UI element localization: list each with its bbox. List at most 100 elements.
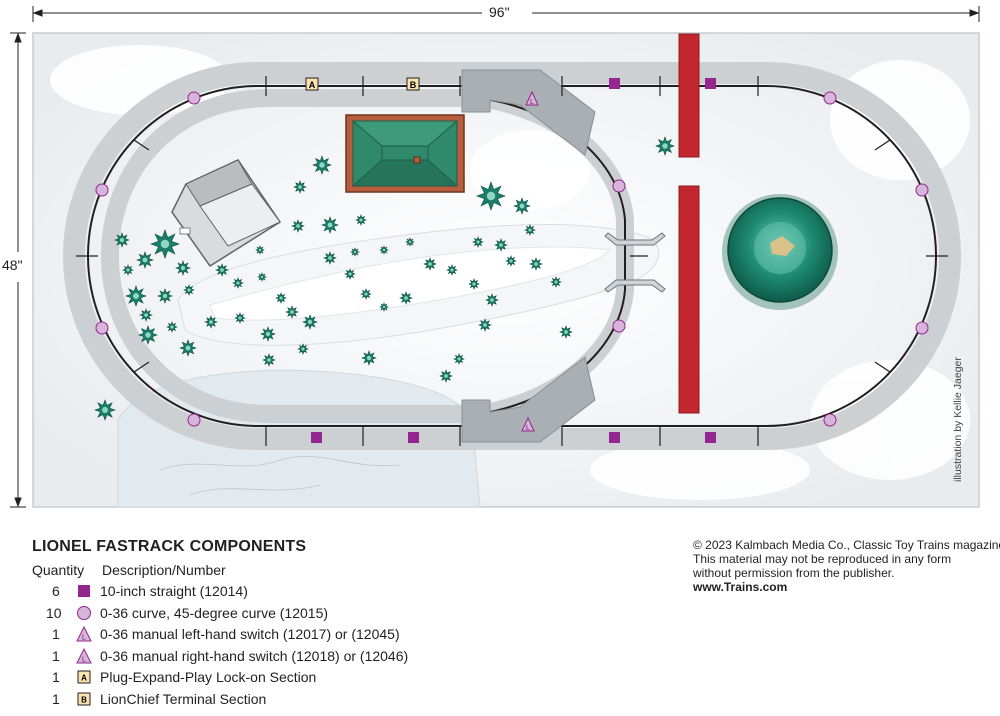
pine-tree-top [483,323,487,327]
curve-marker [95,321,109,335]
pine-tree-top [279,296,283,300]
pine-tree-top [528,228,532,232]
pine-tree-top [307,319,313,325]
pine-tree-top [160,239,170,249]
pine-tree-top [238,316,242,320]
pine-tree-top [564,330,568,334]
pine-tree-top [450,268,454,272]
pine-tree-top [298,185,302,189]
right-switch-symbol: L [76,647,92,663]
curve-marker [95,183,109,197]
pine-tree-top [404,296,408,300]
left-switch-symbol: L [76,626,92,642]
gray-shed [171,159,282,268]
pine-tree-top [162,293,168,299]
pine-tree-top [185,345,191,351]
copyright-notice: © 2023 Kalmbach Media Co., Classic Toy T… [693,538,1000,594]
pine-tree-top [519,203,525,209]
pine-tree-top [267,358,271,362]
pine-tree-top [444,374,448,378]
pine-tree-top [258,248,262,252]
legend-row: 1 B LionChief Terminal Section [32,690,592,712]
valley-ridge [209,246,612,321]
quantity-header: Quantity [32,562,85,578]
pine-tree-top [290,310,294,314]
copyright-line: © 2023 Kalmbach Media Co., Classic Toy T… [693,538,1000,552]
pine-tree-top [209,320,213,324]
legend-title: LIONEL FASTRACK COMPONENTS [32,538,307,555]
legend-desc: 0-36 curve, 45-degree curve (12015) [100,604,329,621]
legend-desc: Plug-Expand-Play Lock-on Section [100,669,317,685]
legend-row: 6 10-inch straight (12014) [32,582,592,604]
pine-tree-top [457,357,461,361]
legend-desc: 10-inch straight (12014) [100,583,248,599]
lockon-symbol-letter: A [81,674,87,683]
pine-tree-top [382,248,386,252]
pine-tree-top [187,288,191,292]
pine-tree-top [133,293,139,299]
large-tree [722,194,838,310]
curve-marker [187,413,201,427]
pine-tree-top [534,262,538,266]
pine-tree-top [554,280,558,284]
pine-tree-top [364,292,368,296]
curve-marker [612,319,626,333]
road-upper [678,33,700,158]
lockon-section: A [305,77,319,91]
legend-row: 10 0-36 curve, 45-degree curve (12015) [32,604,592,626]
curve-marker [612,179,626,193]
farm-house [345,114,465,193]
terminal-symbol: B [77,692,91,705]
curve-track-symbol [77,605,91,620]
straight-marker [609,78,620,89]
illustration-credit: illustration by Kellie Jaeger [952,357,964,482]
layout-diagram: L L [10,6,980,508]
description-header: Description/Number [102,562,226,578]
pine-tree-top [353,250,357,254]
curve-marker [823,413,837,427]
height-label: 48" [2,257,23,273]
width-label: 96" [489,4,510,20]
track-joints [76,76,948,446]
pine-tree-top [382,305,386,309]
website-link[interactable]: www.Trains.com [693,580,788,594]
small-trees [94,136,675,421]
lockon-label: A [309,80,316,90]
straight-markers [311,78,716,443]
straight-marker [705,78,716,89]
pine-tree-top [145,332,151,338]
pine-tree-top [319,162,325,168]
pine-tree-top [428,262,432,266]
left-switch-letter: L [82,635,86,642]
legend-row: 1 L 0-36 manual left-hand switch (12017)… [32,625,592,647]
components-legend: LIONEL FASTRACK COMPONENTS Quantity Desc… [32,538,592,711]
curve-marker [823,91,837,105]
pine-tree-top [476,240,480,244]
pine-tree-top [408,240,412,244]
legend-row: 1 A Plug-Expand-Play Lock-on Section [32,668,592,690]
pine-tree-top [490,298,494,302]
pine-tree-top [499,243,503,247]
straight-marker [408,432,419,443]
pine-tree-top [126,268,130,272]
terminal-label: B [410,80,417,90]
legend-qty: 1 [52,626,60,642]
pine-tree-top [296,224,300,228]
terminal-section: B [406,77,420,91]
pine-tree-top [328,256,332,260]
straight-marker [705,432,716,443]
pine-tree-top [486,191,496,201]
copyright-line: without permission from the publisher. [693,566,895,580]
right-switch-letter: L [82,656,86,663]
pine-tree-top [509,259,513,263]
terminal-symbol-letter: B [81,695,87,704]
pine-tree-top [359,218,363,222]
legend-qty: 1 [52,647,60,664]
straight-track-symbol [78,585,90,597]
pine-tree-top [662,143,668,149]
lockon-symbol: A [77,670,91,684]
road-lower [678,185,700,414]
legend-row: 1 L 0-36 manual right-hand switch (12018… [32,647,592,669]
right-hand-switch: L [461,356,596,443]
switch-label-r: L [526,425,530,432]
